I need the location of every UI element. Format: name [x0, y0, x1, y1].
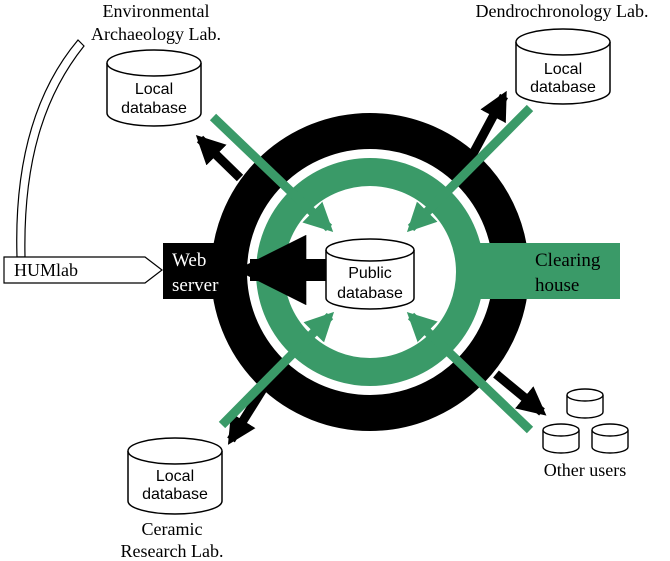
web-server-label-2: server [172, 275, 219, 296]
humlab-connector [16, 39, 85, 258]
humlab-box [3, 256, 163, 284]
arrow-out-other-users [493, 370, 547, 416]
arrow-in-dendro [406, 104, 534, 233]
environmental-lab-label-2: Archaeology Lab. [91, 24, 221, 44]
other-user-db-top [566, 388, 604, 419]
other-users-databases [542, 388, 629, 454]
clearing-house-label-1: Clearing [535, 250, 601, 271]
humlab-label: HUMlab [14, 260, 78, 280]
other-user-db-right [591, 423, 629, 454]
arrow-in-environmental [209, 113, 334, 232]
ceramic-lab-label-2: Research Lab. [121, 541, 224, 561]
clearing-house-box [470, 243, 620, 299]
ceramic-db-label-1: Local [156, 468, 194, 485]
dendro-db-label-1: Local [544, 61, 582, 78]
clearing-house-label-2: house [535, 275, 579, 296]
ceramic-local-database: Local database [127, 437, 223, 515]
public-database-label-2: database [337, 285, 403, 302]
environmental-db-label-1: Local [135, 81, 173, 98]
arrow-in-ceramic [218, 311, 335, 429]
public-database: Public database [325, 238, 415, 310]
ceramic-db-label-2: database [142, 486, 208, 503]
web-server-box [163, 243, 238, 299]
web-server-label-1: Web [172, 250, 206, 271]
arrow-out-dendro [456, 90, 508, 181]
environmental-db-label-2: database [121, 100, 187, 117]
environmental-local-database: Local database [106, 49, 202, 127]
public-database-label-1: Public [348, 265, 392, 282]
ceramic-lab-label-1: Ceramic [142, 519, 203, 539]
environmental-lab-label-1: Environmental [103, 1, 210, 21]
other-user-db-left [542, 423, 580, 454]
arrow-in-other-users [406, 312, 534, 434]
dendro-local-database: Local database [515, 28, 611, 105]
dendro-lab-label: Dendrochronology Lab. [476, 1, 649, 21]
arrow-out-environmental [195, 134, 244, 182]
dendro-db-label-2: database [530, 79, 596, 96]
other-users-label: Other users [544, 460, 626, 480]
